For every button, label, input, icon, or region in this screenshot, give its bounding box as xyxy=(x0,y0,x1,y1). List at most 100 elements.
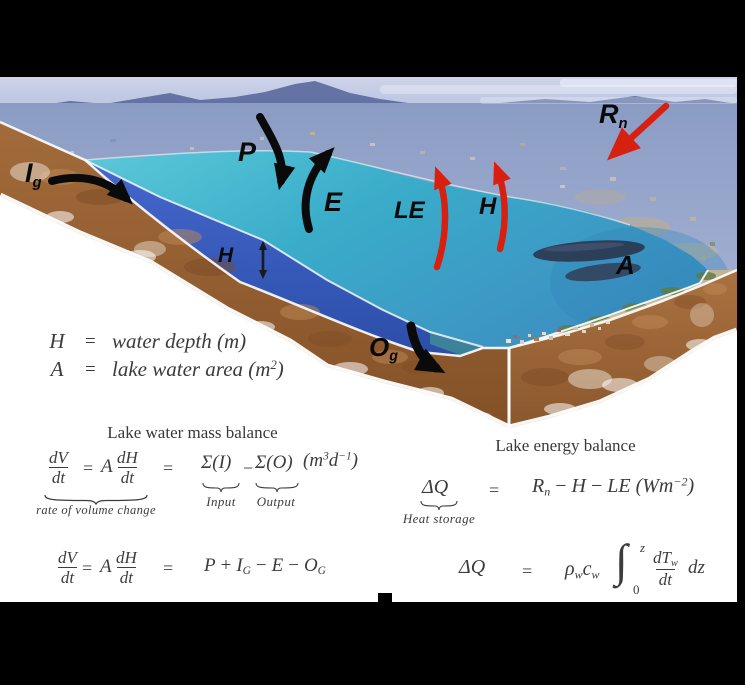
eb2-rho-sub: w xyxy=(574,567,583,582)
mb1-units-pre: (m xyxy=(303,450,324,471)
town-speckles xyxy=(506,321,610,344)
mb1-input-label: Input xyxy=(206,494,236,509)
mb2-I-sub: G xyxy=(242,565,251,578)
eb1-R-sub: n xyxy=(544,483,551,498)
precipitation-arrow xyxy=(256,113,296,191)
mb2-dH: dH xyxy=(116,548,137,567)
def-area-text-pre: lake water area (m xyxy=(112,357,271,381)
eb1-minus1: − xyxy=(555,474,567,497)
water-cross-section xyxy=(85,160,483,356)
def-area-text: lake water area (m2) xyxy=(112,358,284,380)
mb1-equals-2: = xyxy=(163,458,174,478)
mb1-minus: − xyxy=(243,458,254,478)
def-area-symbol: A xyxy=(50,357,64,381)
eb1-heat-storage-term: ΔQ xyxy=(422,476,449,498)
eb1-H: H xyxy=(571,474,586,497)
letterbox-top-bar xyxy=(0,0,745,77)
precipitation-symbol: P xyxy=(238,137,257,167)
mb1-dt1: dt xyxy=(48,467,69,487)
net-radiation-subscript: n xyxy=(618,115,628,132)
def-area-text-post: ) xyxy=(276,357,284,381)
mb2-coef-A: A xyxy=(100,556,112,577)
precipitation-label: P xyxy=(238,139,256,166)
eb1-units-sup: −2 xyxy=(673,474,688,488)
haze-streak xyxy=(380,85,737,94)
mb2-rhs: P+IG−E−OG xyxy=(204,556,331,578)
eb2-c: c xyxy=(582,558,592,580)
mb1-dt2: dt xyxy=(117,467,137,487)
latent-heat-symbol: LE xyxy=(394,197,425,224)
net-radiation-label: Rn xyxy=(599,101,628,132)
eb2-integral-sign: ∫ xyxy=(615,535,628,586)
eb2-rho: ρ xyxy=(565,558,575,580)
evaporation-arrow xyxy=(301,147,335,233)
flux-arrows xyxy=(48,102,670,374)
mb2-equals-2: = xyxy=(163,558,174,578)
outflow-subscript: g xyxy=(389,348,398,365)
def-depth-equals: = xyxy=(85,331,96,352)
outflow-arrow xyxy=(406,321,446,374)
lake-area-label: A xyxy=(616,252,635,278)
lake-area-symbol: A xyxy=(616,250,635,280)
eb2-lhs: ΔQ xyxy=(459,556,486,578)
water-depth-symbol: H xyxy=(218,244,234,267)
mb1-units: (m3d−1) xyxy=(303,451,358,471)
def-depth-symbol: H xyxy=(49,329,65,353)
net-radiation-symbol: R xyxy=(599,99,619,129)
eb1-equals: = xyxy=(489,480,500,500)
outflow-label: Og xyxy=(369,334,398,364)
inflow-symbol: I xyxy=(25,158,33,188)
letterbox-bottom-bar xyxy=(0,602,745,685)
mb2-dt1: dt xyxy=(57,567,78,587)
mb1-sum-inputs: Σ(I) xyxy=(201,452,232,473)
mb2-I: I xyxy=(236,555,243,576)
mb2-OG: OG xyxy=(304,555,326,578)
mb1-units-sup1: 3 xyxy=(323,450,329,463)
lake-surface xyxy=(85,150,708,348)
sensible-heat-label: H xyxy=(479,195,496,219)
eb2-integral-lower: 0 xyxy=(633,582,640,597)
eb2-dTw: dTw xyxy=(650,548,681,569)
eb2-dz: dz xyxy=(688,557,705,578)
evaporation-label: E xyxy=(324,189,342,216)
inflow-subscript: g xyxy=(32,174,42,191)
mb1-dV: dV xyxy=(49,448,68,467)
mb2-IG: IG xyxy=(236,555,251,578)
underbrace-input xyxy=(202,482,240,493)
mb2-minus1: − xyxy=(255,555,267,576)
eb1-Rn: Rn xyxy=(532,475,550,497)
mb2-dV: dV xyxy=(58,548,77,567)
sensible-heat-symbol: H xyxy=(479,193,497,220)
mass-balance-title: Lake water mass balance xyxy=(107,423,278,442)
haze-streak xyxy=(480,97,737,104)
eb1-units: (Wm−2) xyxy=(636,475,695,497)
mb2-minus2: − xyxy=(288,555,299,576)
eb1-minus2: − xyxy=(590,474,603,497)
eb2-rho-c: ρwcw xyxy=(565,559,600,581)
islands xyxy=(533,240,645,282)
far-shore-line xyxy=(84,149,631,226)
eb1-brace-label: Heat storage xyxy=(402,511,476,526)
letterbox-notch xyxy=(378,593,392,603)
mb2-O-sub: G xyxy=(317,565,326,578)
latent-heat-label: LE xyxy=(394,199,425,223)
wedge-shore-line xyxy=(84,159,484,348)
eb1-rhs: Rn−H−LE(Wm−2) xyxy=(532,475,699,498)
haze-streak xyxy=(560,79,737,87)
mb2-plus: + xyxy=(220,555,232,576)
eb1-units-post: ) xyxy=(687,474,695,497)
eb1-LE: LE xyxy=(607,474,631,497)
def-area-equals: = xyxy=(85,359,96,380)
mb1-output-label: Output xyxy=(256,494,296,509)
eb2-dT-sub: w xyxy=(670,557,678,569)
mb1-units-sup2: −1 xyxy=(338,450,352,463)
underbrace-rate-of-change xyxy=(44,494,148,505)
eb2-dT: dT xyxy=(653,548,671,567)
mb1-coef-A: A xyxy=(101,456,113,477)
mb2-P: P xyxy=(204,555,216,576)
eb2-equals: = xyxy=(522,561,533,581)
